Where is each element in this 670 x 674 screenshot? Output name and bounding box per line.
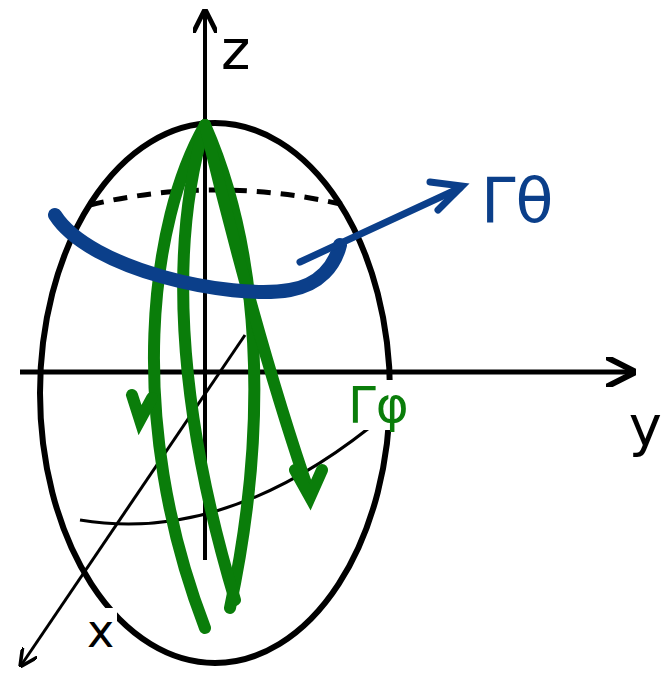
axis-label: y	[626, 398, 665, 454]
axis-label: z	[218, 22, 253, 78]
curve-label: Γφ	[345, 380, 412, 430]
y-axis	[20, 370, 630, 375]
latitude-curve	[55, 182, 462, 292]
curve-label: Γθ	[478, 170, 556, 232]
axis-label: x	[84, 608, 117, 654]
ellipsoid-outline	[40, 123, 390, 663]
section-curve	[80, 415, 385, 524]
meridian-curves	[132, 125, 322, 628]
